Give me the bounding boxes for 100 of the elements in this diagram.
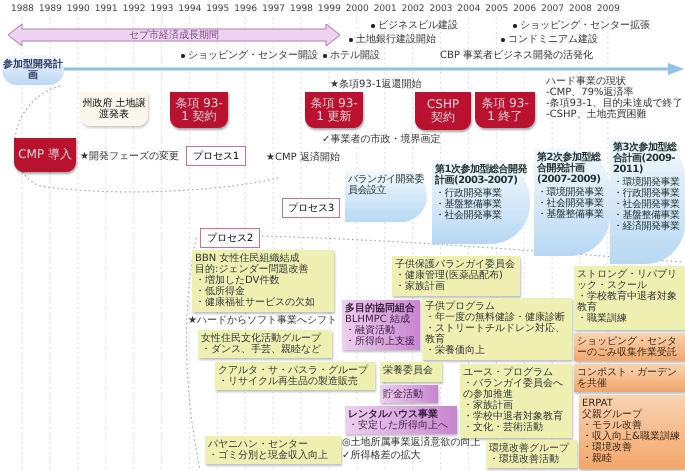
item-text: 父親グループ: [582, 409, 644, 420]
item-text: 目的:ジェンダー問題改善: [195, 264, 310, 275]
note-card: [392, 256, 520, 296]
item-text: ・職業訓練: [577, 313, 628, 324]
item-text: ・リサイクル再生品の製造販売: [218, 376, 359, 387]
node-label: 条項 93-1 契約: [174, 96, 224, 124]
heading-text: ERPAT: [582, 398, 614, 409]
node-label: バランガイ開発委員会設立: [348, 174, 424, 196]
year-label: 2000: [346, 3, 369, 16]
note-text: CBP 事業者ビジネス開発の活発化: [440, 50, 594, 61]
heading-text: ユース・プログラム: [463, 367, 554, 378]
heading-text: 環境改善グループ: [489, 443, 570, 454]
year-label: 2006: [513, 3, 536, 16]
item-text: ・安定した所得向上へ: [348, 420, 449, 431]
item-text: ・バランガイ委員会への参加推進: [463, 378, 564, 400]
node-label: 栄養委員会: [383, 365, 434, 376]
item-text: ・所得向上支援: [345, 336, 416, 347]
node-label: 貯金活動: [383, 388, 424, 400]
process-box: [200, 228, 260, 248]
heading-text: 子供保護バランガイ委員会: [395, 259, 516, 270]
node-label: 州政府 土地譲渡発表: [81, 98, 147, 120]
note-text: -条項93-1、目的未達成で終了: [546, 98, 682, 109]
item-text: ・基盤整備事業: [537, 209, 604, 220]
year-label: 2001: [374, 3, 397, 16]
year-label: 1993: [150, 3, 174, 16]
item-text: ・文化・芸術活動: [463, 422, 544, 433]
note-card: [460, 364, 572, 438]
year-label: 2002: [402, 3, 424, 16]
item-text: ・年一度の無料健診・健康診断: [425, 312, 566, 323]
note-card: [422, 298, 572, 360]
item-text: ・環境開発事業: [613, 177, 680, 188]
heading-text: 女性住民文化活動グループ: [201, 333, 322, 344]
note-text: -CSHP、土地売買困難: [546, 109, 646, 120]
node-label: CMP 導入: [17, 148, 73, 162]
plan-bubble: [345, 170, 427, 222]
note-text: コンドミニアム建設: [508, 34, 598, 45]
note-card: [574, 266, 685, 330]
item-text: ・経済開発事業: [613, 221, 680, 232]
flag-banner: [80, 92, 148, 126]
item-text: ・社会開発事業: [537, 198, 604, 209]
heading-text: ストロング・リパブリック・スクール: [577, 269, 678, 291]
note-text: 土地銀行建設開始: [356, 34, 436, 45]
year-label: 1996: [234, 3, 258, 16]
item-text: ・ダンス、手芸、親睦など: [201, 344, 322, 355]
heading-text: 第1次参加型総合開発計画(2003-2007): [435, 164, 527, 186]
item-text: ・モラル改善: [582, 420, 642, 431]
item-text: ・環境改善: [582, 442, 633, 453]
plan-bubble: [432, 160, 530, 244]
process-box: [282, 198, 340, 218]
year-label: 1995: [206, 3, 230, 16]
item-text: ・家族計画: [463, 400, 513, 411]
period-label: セブ市経済成長期間: [129, 30, 219, 40]
node-label: ショッピング・センターのごみ収集作業受託: [577, 336, 678, 358]
year-label: 1994: [178, 3, 202, 16]
heading-text: クアルタ・サ・パスラ・グループ: [218, 365, 370, 376]
note-card: [380, 362, 442, 382]
note-card: [574, 333, 685, 361]
item-text: ・学校中退者対象教育: [463, 411, 564, 422]
item-text: ・融資活動: [345, 325, 395, 336]
note-card: [574, 364, 685, 392]
process-box: [186, 146, 246, 166]
item-text: ・家族計画: [395, 281, 446, 292]
item-text: ・栄養価向上: [425, 345, 486, 356]
heading-text: 第3次参加型総合計画(2009-2011): [613, 142, 678, 175]
node-label: プロセス3: [288, 202, 334, 214]
flag-banner: [415, 92, 471, 130]
note-text: ★開発フェーズの変更: [80, 151, 179, 162]
node-label: コンポスト・ガーデンを共催: [577, 367, 678, 389]
note-card: [345, 406, 457, 434]
year-label: 2007: [541, 3, 564, 16]
year-label: 1991: [94, 3, 118, 16]
node-label: 条項 93-1 終了: [480, 96, 530, 124]
note-card: [198, 330, 332, 358]
year-label: 2005: [485, 3, 508, 16]
item-text: ・健康管理(医薬品配布): [395, 270, 504, 281]
year-label: 1998: [290, 3, 313, 16]
heading-text: 多目的協同組合: [345, 303, 416, 314]
item-text: ・増加したDV件数: [195, 275, 280, 286]
node-label: CSHP 契約: [426, 98, 460, 124]
item-text: ・学校教育中退者対象教育: [577, 291, 678, 313]
year-label: 2009: [596, 3, 620, 16]
note-card: [380, 385, 438, 403]
item-text: ・ゴミ分別と現金収入向上: [208, 450, 329, 461]
note-text: ハード事業の現状: [546, 76, 626, 87]
note-text: ホテル開設: [330, 50, 380, 61]
note-text: -CMP、79%返済率: [546, 87, 634, 98]
note-text: ✓事業者の市政・境界画定: [322, 134, 440, 145]
period-arrow: [8, 24, 340, 46]
item-text: ・収入向上&職業訓練: [582, 431, 681, 442]
item-text: ・親睦: [582, 453, 613, 464]
flag-banner: [14, 138, 76, 172]
flag-banner: [475, 92, 535, 128]
heading-text: パヤニハン・センター: [208, 439, 309, 450]
item-text: ・社会開発事業: [613, 199, 680, 210]
note-text: ショッピング・センター開設: [188, 50, 318, 61]
item-text: ・環境開発事業: [537, 187, 604, 198]
year-label: 2004: [457, 3, 480, 16]
note-card: [215, 362, 375, 390]
note-card: [205, 436, 341, 464]
node-label: 条項 93-1 更新: [309, 96, 359, 124]
